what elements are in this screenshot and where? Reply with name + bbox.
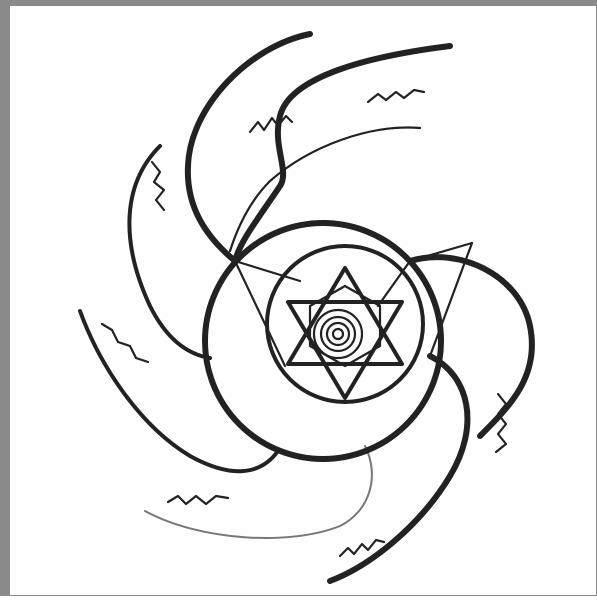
arm-upper-inner (230, 128, 420, 251)
squiggle-4 (102, 324, 148, 362)
squiggle-1 (250, 116, 292, 132)
spiral-arms (80, 34, 532, 581)
squiggle-5 (496, 394, 506, 452)
arm-upper-outer (235, 46, 450, 261)
squiggle-3 (152, 162, 164, 210)
squiggle-6 (168, 496, 228, 504)
arm-upper-left-inner (129, 146, 210, 358)
spiral-sketch-icon (10, 6, 597, 602)
arm-lower-left (80, 311, 278, 471)
concentric-circles (314, 310, 362, 358)
squiggle-2 (368, 90, 424, 102)
hexagram (288, 268, 402, 398)
